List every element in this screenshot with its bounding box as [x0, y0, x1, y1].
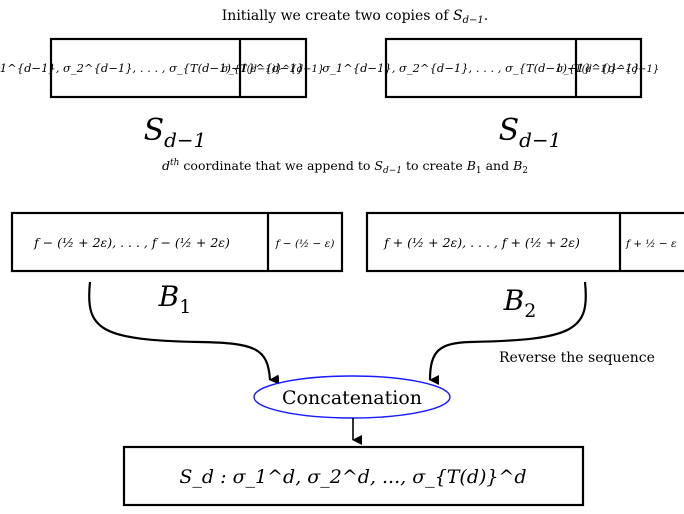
b1-main-cell: f − (½ + 2ε), . . . , f − (½ + 2ε): [33, 235, 230, 250]
b2-label: B2: [503, 284, 537, 322]
b1-box: f − (½ + 2ε), . . . , f − (½ + 2ε) f − (…: [10, 211, 344, 273]
b2-last-cell: f + ½ − ε: [625, 238, 677, 250]
reverse-note: Reverse the sequence: [499, 350, 655, 366]
s-left-label: Sd−1: [144, 113, 207, 152]
caption-top: Initially we create two copies of Sd−1.: [222, 8, 488, 26]
concatenation-ellipse: [253, 375, 451, 419]
s-right-box: σ_1^{d−1}, σ_2^{d−1}, . . . , σ_{T(d−1)−…: [322, 37, 659, 99]
s-right-main-cell: σ_1^{d−1}, σ_2^{d−1}, . . . , σ_{T(d−1)−…: [322, 61, 640, 75]
s-left-main-cell: σ_1^{d−1}, σ_2^{d−1}, . . . , σ_{T(d−1)−…: [0, 61, 304, 75]
arrow-b2-to-concat: [428, 281, 587, 386]
concatenation-label: Concatenation: [282, 387, 422, 409]
arrow-b1-to-concat: [88, 281, 280, 385]
s-right-last-cell: σ_{T(d−1)}^{d−1}: [557, 64, 659, 75]
caption-mid: dth coordinate that we append to Sd−1 to…: [162, 158, 528, 176]
result-text: S_d : σ_1^d, σ_2^d, ..., σ_{T(d)}^d: [179, 466, 526, 488]
b1-last-cell: f − (½ − ε): [275, 238, 335, 250]
b2-box: f + (½ + 2ε), . . . , f + (½ + 2ε) f + ½…: [365, 211, 684, 273]
s-left-last-cell: σ_{T(d−1)}^{d−1}: [222, 64, 324, 75]
b2-main-cell: f + (½ + 2ε), . . . , f + (½ + 2ε): [383, 235, 580, 250]
s-left-box: σ_1^{d−1}, σ_2^{d−1}, . . . , σ_{T(d−1)−…: [0, 37, 324, 99]
b1-label: B1: [158, 280, 192, 318]
s-right-label: Sd−1: [499, 113, 562, 152]
result-box: S_d : σ_1^d, σ_2^d, ..., σ_{T(d)}^d: [122, 445, 585, 507]
